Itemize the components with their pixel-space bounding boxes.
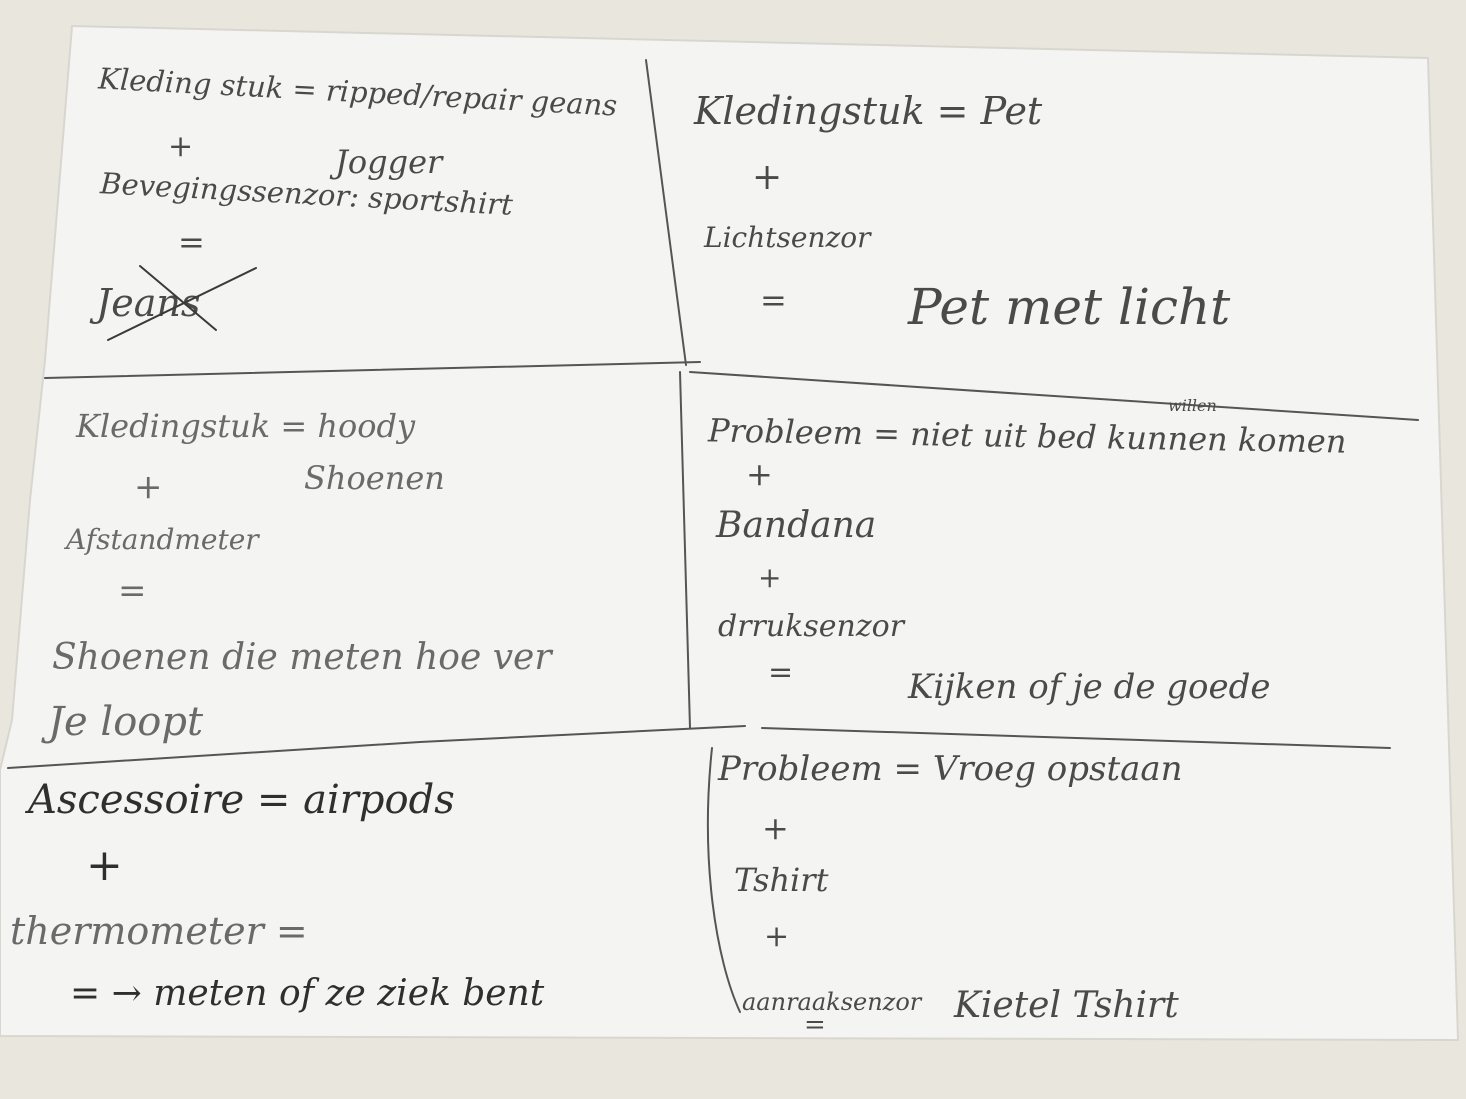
br-plus1: + xyxy=(762,809,789,847)
br-plus2: + xyxy=(764,919,790,954)
divider-horizontal-1-left xyxy=(44,361,701,379)
br-result: Kietel Tshirt xyxy=(954,985,1179,1026)
mr-equals: = xyxy=(768,655,794,690)
bl-line2: thermometer = xyxy=(10,909,308,953)
br-line2: Tshirt xyxy=(734,861,829,899)
bl-plus: + xyxy=(86,840,123,891)
ml-line2: Afstandmeter xyxy=(66,523,259,556)
tl-strike-mark xyxy=(107,265,257,341)
tr-equals: = xyxy=(760,281,787,319)
mr-line3: drruksenzor xyxy=(718,609,905,644)
tr-plus: + xyxy=(752,157,783,198)
divider-vertical-top xyxy=(645,59,687,366)
mr-result: Kijken of je de goede xyxy=(908,667,1271,707)
br-line1: Probleem = Vroeg opstaan xyxy=(718,749,1183,789)
ml-word-shoes: Shoenen xyxy=(304,459,445,497)
tl-plus: + xyxy=(168,129,194,164)
ml-plus: + xyxy=(134,467,163,507)
ml-line1: Kledingstuk = hoody xyxy=(76,407,416,445)
paper-background xyxy=(0,24,1460,1042)
bl-line1: Ascessoire = airpods xyxy=(28,777,455,823)
tr-line1: Kledingstuk = Pet xyxy=(694,89,1043,133)
br-line3: aanraaksenzor xyxy=(742,988,922,1016)
mr-insert-word: willen xyxy=(1168,396,1217,415)
ml-equals: = xyxy=(118,571,147,611)
divider-vertical-bottom xyxy=(706,747,741,1013)
tl-word-jogger: Jogger xyxy=(335,143,443,181)
tl-equals: = xyxy=(178,223,205,261)
divider-horizontal-2-right xyxy=(761,727,1391,749)
bl-result: = → meten of ze ziek bent xyxy=(70,973,545,1014)
ml-result-line2: Je loopt xyxy=(48,699,204,745)
mr-line2: Bandana xyxy=(716,505,877,546)
mr-plus2: + xyxy=(758,561,782,594)
divider-vertical-middle xyxy=(679,371,691,729)
mr-line1: Probleem = niet uit bed kunnen komen xyxy=(707,411,1347,461)
mr-plus1: + xyxy=(746,455,773,493)
divider-horizontal-1-right xyxy=(689,371,1419,421)
tr-result: Pet met licht xyxy=(908,278,1231,336)
br-equals: = xyxy=(804,1010,826,1040)
tr-line2: Lichtsenzor xyxy=(704,221,871,254)
divider-horizontal-2-left xyxy=(7,725,746,769)
ml-result-line1: Shoenen die meten hoe ver xyxy=(52,637,552,678)
